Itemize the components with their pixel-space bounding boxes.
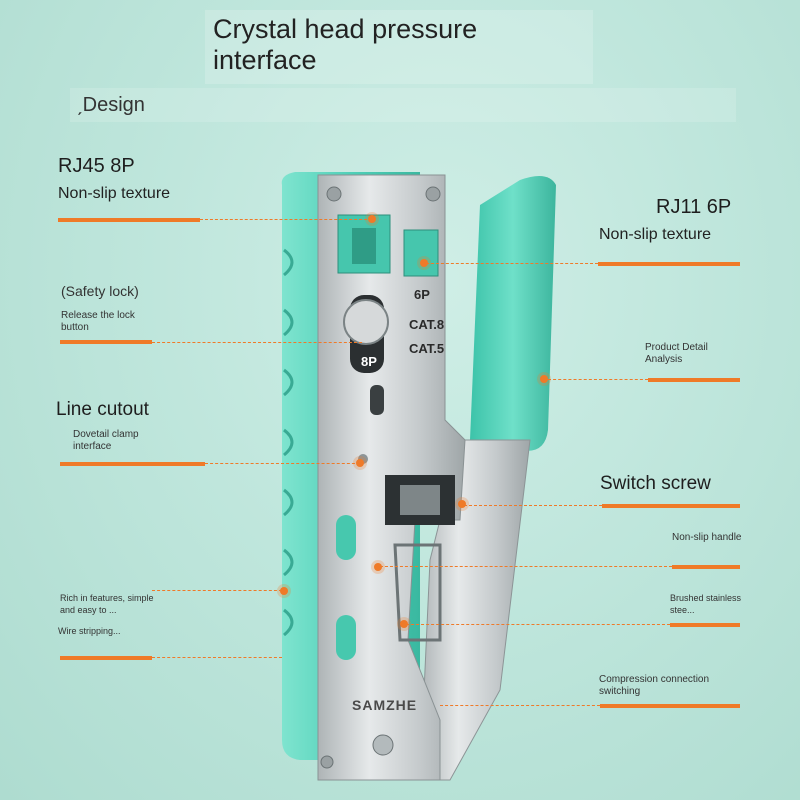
safety-leader [152,342,362,343]
safety-bar [60,340,152,344]
nonslip-handle-label: Non-slip handle [672,532,742,543]
title-line-2: interface [213,45,317,75]
wire-leader [152,657,282,658]
rj45-bar [58,218,200,222]
title-line-1: Crystal head pressure [213,14,478,44]
rj45-desc: Non-slip texture [58,185,171,202]
product-leader [548,379,648,380]
brushed-bar [670,623,740,627]
rj11-leader [426,263,598,264]
cutout-leader [205,463,360,464]
nonslip-leader [380,566,672,567]
brushed-dot [400,620,408,628]
wire-bar [60,656,152,660]
brushed-label: Brushed stainless stee... [670,593,742,615]
screw-top-left [326,186,342,202]
cat5-label: CAT.5 [409,341,445,356]
product-detail-label: Product Detail Analysis [645,342,708,365]
slot [370,385,384,415]
rich-features-label: Rich in features, simple and easy to ... [60,593,154,615]
screw-bottom-left [320,755,334,769]
safety-lock-label: (Safety lock) [61,283,139,299]
grip-ridges [283,248,294,637]
crimp-die [400,485,440,515]
line-cutout [393,543,442,642]
port-6p-label: 6P [414,287,430,302]
teal-slot-upper [336,515,356,560]
compression-bar [600,704,740,708]
compression-leader [440,705,600,706]
brushed-leader [406,624,670,625]
switch-leader [464,505,602,506]
product-bar [648,378,740,382]
rich-dot [280,587,288,595]
rj11-dot [420,259,428,267]
rj45-title: RJ45 8P [58,155,135,177]
brand-logo: SAMZHE [352,697,418,713]
right-handle [470,176,556,451]
rj45-dot [368,215,376,223]
cutout-dot [356,459,364,467]
rj11-bar [598,262,740,266]
compression-label: Compression connection switching [599,674,710,697]
rich-leader [152,590,282,591]
nonslip-bar [672,565,740,569]
release-lock-label: Release the lock button [61,310,135,333]
subtitle-backdrop [70,88,736,122]
screw-bottom [372,734,394,756]
switch-bar [602,504,740,508]
rj45-port-inner [352,228,376,264]
dovetail-label: Dovetail clamp interface [73,429,139,452]
switch-screw-title: Switch screw [600,473,711,494]
page-title: Crystal head pressure interface [213,14,477,76]
nonslip-dot [374,563,382,571]
cutout-bar [60,462,205,466]
rj11-port [403,229,439,277]
port-8p-label: 8P [361,354,377,369]
switch-dot [458,500,466,508]
title-backdrop [205,10,593,84]
rj11-desc: Non-slip texture [599,226,712,243]
rj11-title: RJ11 6P [656,196,732,218]
rj45-leader [200,219,372,220]
wire-stripping-label: Wire stripping... [58,626,121,636]
subtitle: ˏDesign [76,94,145,116]
line-cutout-title: Line cutout [56,399,149,420]
screw-top-right [425,186,441,202]
cat8-label: CAT.8 [409,317,445,332]
lock-knob [343,299,389,345]
teal-slot-lower [336,615,356,660]
product-dot [540,375,548,383]
